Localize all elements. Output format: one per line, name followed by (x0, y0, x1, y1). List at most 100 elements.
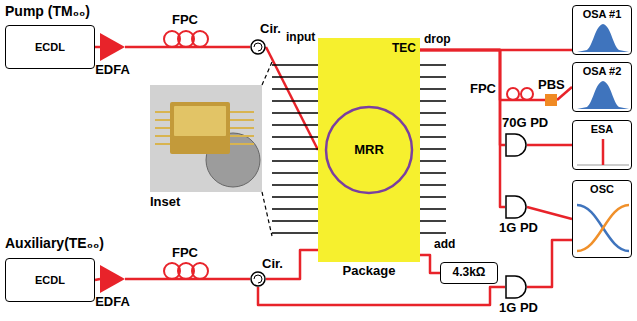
component-label: FPC (172, 13, 198, 27)
amplifier-symbol (100, 265, 125, 293)
resistor-box: 4.3kΩ (440, 262, 498, 284)
zoom-line (262, 192, 272, 236)
signal-title: Auxiliary(TE₀₀) (5, 236, 104, 251)
spectrum-trace (577, 81, 629, 109)
node-label: 1G PD (499, 221, 538, 235)
shape-outline (545, 94, 557, 106)
node-label: Package (318, 264, 420, 278)
pin (272, 148, 318, 150)
pin (420, 172, 446, 174)
pin (420, 112, 446, 114)
fiber-connector (420, 50, 505, 145)
node-label: EDFA (94, 295, 131, 309)
pin (420, 196, 446, 198)
circulator-symbol: Cir. (250, 271, 266, 287)
pin (272, 184, 318, 186)
node-label: OSC (573, 183, 631, 195)
pin (272, 232, 318, 234)
amplifier-triangle: EDFA (100, 265, 125, 293)
photodetector-symbol: 1G PD (505, 275, 527, 299)
shape-outline (505, 195, 527, 219)
shape-outline (100, 265, 125, 293)
shape-outline (505, 133, 527, 157)
pin (155, 127, 170, 129)
detector-outline (506, 196, 526, 218)
photodetector-symbol: 1G PD (505, 195, 527, 219)
node-label: OSA #1 (573, 8, 631, 20)
package-photo-body (170, 102, 230, 154)
pin (272, 172, 318, 174)
pin (272, 208, 318, 210)
fiber-connector (420, 255, 440, 273)
fiber-loop (521, 88, 533, 100)
pin (420, 184, 446, 186)
instrument-box: OSC (572, 180, 632, 258)
pin (272, 196, 318, 198)
circulator-arrow (254, 275, 262, 283)
pin (155, 135, 170, 137)
signal-title: Pump (TM₀₀) (5, 4, 90, 19)
fiber-connector (420, 50, 545, 100)
port-label: add (434, 238, 455, 251)
node-label: ESA (573, 123, 631, 135)
package-pins (272, 65, 318, 233)
port-label: input (286, 31, 315, 44)
splitter-square: PBS (545, 94, 557, 106)
pin (272, 220, 318, 222)
package-pins (420, 65, 446, 233)
spectrum-trace (577, 24, 629, 52)
fiber-connector (258, 287, 505, 305)
circulator-symbol: Cir. (250, 39, 266, 55)
ring-outline (326, 107, 412, 193)
component-label: FPC (172, 246, 198, 260)
fiber-connector (95, 279, 100, 280)
node-label: Cir. (262, 257, 283, 271)
detector-outline (506, 134, 526, 156)
photo-background (150, 85, 262, 192)
fiber-connector (95, 46, 100, 49)
pin (420, 160, 446, 162)
pin (272, 64, 318, 66)
instrument-box: OSA #2 (572, 62, 632, 112)
scope-trace (577, 205, 629, 251)
package-photo-lid (174, 106, 226, 136)
pin (228, 119, 254, 121)
pin (272, 88, 318, 90)
node-label: OSA #2 (573, 65, 631, 77)
fiber-loop (507, 88, 519, 100)
node-label: Cir. (260, 22, 281, 36)
shape-outline (505, 275, 527, 299)
circulator-circle (251, 40, 265, 54)
photodetector-symbol: 70G PD (505, 133, 527, 157)
laser-box: ECDL (5, 25, 95, 69)
node-label: MRR (354, 143, 384, 157)
shape-outline (250, 271, 266, 287)
amplifier-symbol (100, 33, 125, 61)
pin (420, 124, 446, 126)
laser-box: ECDL (5, 258, 95, 302)
circulator-circle (251, 272, 265, 286)
microring-circle: MRR (324, 105, 414, 195)
pin (228, 127, 254, 129)
pin (420, 100, 446, 102)
pin (228, 143, 254, 145)
pin (155, 143, 170, 145)
pin (420, 64, 446, 66)
pin (420, 208, 446, 210)
pin (272, 136, 318, 138)
detector-outline (506, 276, 526, 298)
pin (420, 148, 446, 150)
pin (420, 136, 446, 138)
pin (272, 100, 318, 102)
port-label: drop (424, 33, 451, 46)
pin (420, 88, 446, 90)
pin (420, 220, 446, 222)
scope-trace (577, 205, 629, 251)
component-label: FPC (470, 82, 496, 96)
fpc-loops (164, 31, 533, 279)
pin (228, 135, 254, 137)
node-label: EDFA (94, 63, 131, 77)
instrument-box: OSA #1 (572, 5, 632, 55)
part-label: TEC (392, 42, 416, 55)
amplifier-triangle: EDFA (100, 33, 125, 61)
